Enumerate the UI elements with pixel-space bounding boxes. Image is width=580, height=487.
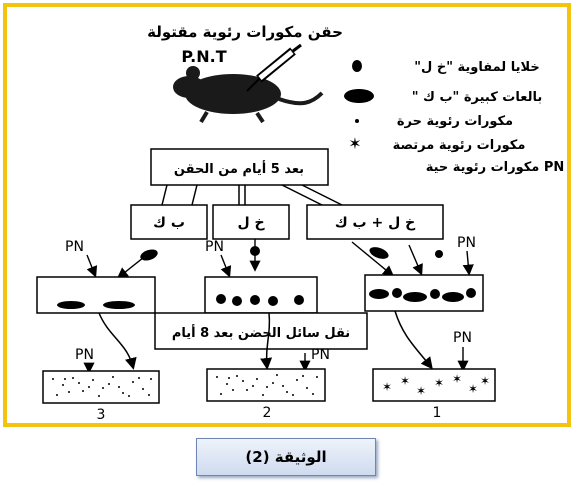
free-bacteria-legend-icon (355, 119, 359, 123)
result-dish-1: ✶✶✶ ✶✶✶✶ (372, 368, 496, 402)
injection-title: حقن مكورات رئوية مقتولة (147, 23, 343, 41)
legend: خلايا لمفاوية "خ ل" بالعات كبيرة "ب ك " … (344, 60, 564, 175)
svg-text:✶: ✶ (480, 374, 490, 388)
document-frame: حقن مكورات رئوية مقتولة P.N.T خلايا لمفا… (3, 3, 571, 427)
group-label-lymphocytes: خ ل (237, 215, 265, 231)
dish-number-3: 3 (97, 407, 106, 423)
lymphocyte-legend-icon (352, 60, 362, 72)
pn-label-bottom-left: PN (75, 347, 94, 363)
legend-item-live-pn: PN مكورات رئوية حية (426, 160, 565, 175)
mouse-icon (173, 66, 324, 124)
legend-item-free-bacteria: مكورات رئوية حرة (397, 114, 513, 129)
group-box-macrophages (130, 204, 208, 240)
experiment-diagram: حقن مكورات رئوية مقتولة P.N.T خلايا لمفا… (36, 23, 564, 423)
pn-label-bottom-right: PN (453, 330, 472, 346)
culture-dish-both (364, 274, 484, 312)
svg-text:✶: ✶ (382, 380, 392, 394)
result-dish-3 (42, 370, 160, 404)
svg-text:✶: ✶ (400, 374, 410, 388)
pn-label-top-left: PN (65, 239, 84, 255)
svg-text:✶: ✶ (434, 376, 444, 390)
legend-item-lymphocyte: خلايا لمفاوية "خ ل" (414, 60, 539, 75)
svg-text:✶: ✶ (452, 372, 462, 386)
culture-dish-lymphocytes (204, 276, 318, 314)
pn-label-bottom-middle: PN (311, 347, 330, 363)
strain-label: P.N.T (181, 47, 226, 66)
dish-number-1: 1 (433, 405, 442, 421)
pn-label-top-middle: PN (205, 239, 224, 255)
document-caption: الوثيقة (2) (196, 438, 376, 476)
syringe-icon (246, 43, 302, 92)
group-label-macrophages: ب ك (153, 215, 185, 231)
culture-dish-macrophages (36, 276, 156, 314)
group-label-both: خ ل + ب ك (335, 215, 416, 231)
legend-item-macrophage: بالعات كبيرة "ب ك " (412, 90, 543, 105)
group-box-lymphocytes (212, 204, 290, 240)
pn-label-top-right: PN (457, 235, 476, 251)
agglutinated-legend-icon: ✶ (348, 134, 361, 153)
svg-text:✶: ✶ (416, 384, 426, 398)
step1-label: بعد 5 أيام من الحقن (174, 160, 304, 177)
step2-box (154, 312, 368, 350)
macrophage-legend-icon (344, 89, 374, 103)
group-box-both (306, 204, 444, 240)
step2-label: نقل سائل الحضن بعد 8 أيام (172, 324, 350, 341)
caption-label: الوثيقة (2) (245, 448, 327, 466)
result-dish-2 (206, 368, 326, 402)
legend-item-agglutinated: مكورات رئوية مرتصة (393, 138, 526, 153)
svg-text:✶: ✶ (468, 382, 478, 396)
dish-number-2: 2 (263, 405, 272, 421)
